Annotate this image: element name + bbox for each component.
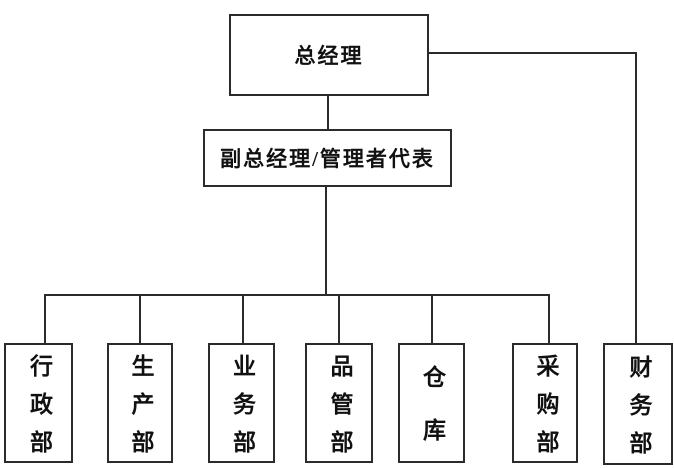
org-node-deputy-gm-label: 副总经理/管理者代表 <box>220 147 435 171</box>
org-node-general-manager-label: 总经理 <box>294 44 364 68</box>
org-node-finance-dept-label: 财务部 <box>626 355 651 468</box>
org-node-business-dept: 业务部 <box>208 343 275 468</box>
org-node-production-dept: 生产部 <box>107 343 173 468</box>
connector-drop-admin <box>44 294 46 343</box>
connector-root-to-deputy <box>327 95 329 130</box>
org-node-general-manager: 总经理 <box>229 14 429 96</box>
connector-drop-quality <box>338 294 340 343</box>
org-node-finance-dept: 财务部 <box>603 343 673 468</box>
org-node-purchasing-dept-label: 采购部 <box>533 354 558 468</box>
org-node-business-dept-label: 业务部 <box>229 354 255 468</box>
org-node-production-dept-label: 生产部 <box>128 354 153 468</box>
org-node-quality-dept-label: 品管部 <box>327 354 352 468</box>
org-node-admin-dept-label: 行政部 <box>26 354 52 468</box>
org-node-admin-dept: 行政部 <box>4 343 73 468</box>
connector-drop-purchasing <box>548 294 550 343</box>
connector-deputy-to-bar <box>325 185 327 295</box>
connector-drop-warehouse <box>431 294 433 343</box>
org-node-warehouse: 仓库 <box>398 343 465 468</box>
connector-root-to-finance-vertical <box>635 52 637 343</box>
connector-department-bar <box>44 294 550 296</box>
org-node-quality-dept: 品管部 <box>305 343 373 468</box>
connector-drop-production <box>139 294 141 343</box>
org-node-deputy-gm: 副总经理/管理者代表 <box>203 129 452 187</box>
org-node-warehouse-label: 仓库 <box>419 365 445 468</box>
connector-root-to-finance-horizontal <box>429 52 637 54</box>
connector-drop-business <box>242 294 244 343</box>
org-node-purchasing-dept: 采购部 <box>512 343 578 468</box>
